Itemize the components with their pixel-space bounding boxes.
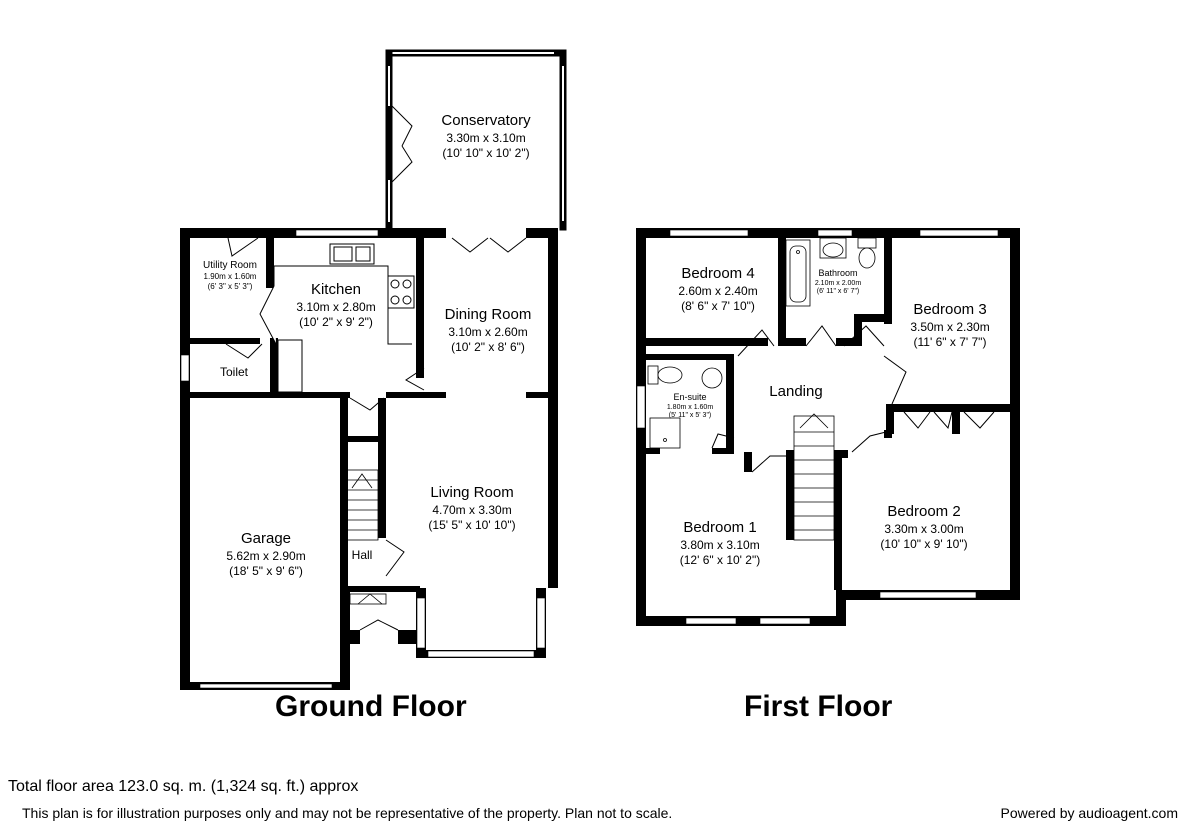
bedroom4-imperial: (8' 6" x 7' 10") — [681, 299, 755, 313]
floor-plan-drawing: Conservatory 3.30m x 3.10m (10' 10" x 10… — [180, 49, 1020, 690]
ground-floor-title: Ground Floor — [275, 690, 467, 723]
bedroom1-imperial: (12' 6" x 10' 2") — [680, 553, 760, 567]
bedroom2-name: Bedroom 2 — [887, 503, 960, 520]
ground-doors — [225, 237, 527, 631]
garage-metric: 5.62m x 2.90m — [226, 549, 305, 563]
garage-imperial: (18' 5" x 9' 6") — [229, 564, 303, 578]
living-imperial: (15' 5" x 10' 10") — [428, 518, 515, 532]
kitchen-name: Kitchen — [311, 281, 361, 298]
garage-name: Garage — [241, 530, 291, 547]
disclaimer-text: This plan is for illustration purposes o… — [22, 805, 673, 821]
living-metric: 4.70m x 3.30m — [432, 503, 511, 517]
ensuite-imperial: (5' 11" x 5' 3") — [669, 412, 712, 419]
bedroom3-imperial: (11' 6" x 7' 7") — [914, 335, 987, 349]
bathroom-name: Bathroom — [818, 268, 857, 278]
conservatory-walls — [385, 49, 567, 231]
bedroom4-metric: 2.60m x 2.40m — [678, 284, 757, 298]
room-labels: Conservatory 3.30m x 3.10m (10' 10" x 10… — [203, 112, 990, 578]
first-floor-title: First Floor — [744, 690, 893, 723]
bathroom-metric: 2.10m x 2.00m — [815, 280, 861, 287]
first-stairs — [793, 413, 835, 541]
first-doors — [711, 325, 995, 473]
hall-name: Hall — [352, 548, 373, 562]
dining-imperial: (10' 2" x 8' 6") — [451, 340, 525, 354]
utility-name: Utility Room — [203, 260, 257, 271]
ground-stairs — [345, 469, 387, 605]
utility-metric: 1.90m x 1.60m — [204, 272, 257, 281]
dining-metric: 3.10m x 2.60m — [448, 325, 527, 339]
toilet-name: Toilet — [220, 365, 249, 379]
ensuite-metric: 1.80m x 1.60m — [667, 404, 713, 411]
ensuite-name: En-suite — [673, 392, 706, 402]
living-name: Living Room — [430, 484, 513, 501]
kitchen-imperial: (10' 2" x 9' 2") — [299, 315, 373, 329]
first-internal-walls — [646, 238, 1020, 590]
bedroom2-metric: 3.30m x 3.00m — [884, 522, 963, 536]
ground-floor-plan — [180, 49, 567, 690]
dining-name: Dining Room — [445, 306, 532, 323]
utility-imperial: (6' 3" x 5' 3") — [208, 282, 253, 291]
conservatory-imperial: (10' 10" x 10' 2") — [442, 146, 529, 160]
powered-by-link[interactable]: Powered by audioagent.com — [1000, 805, 1178, 821]
bathroom-fittings — [785, 237, 877, 307]
bathroom-imperial: (6' 11" x 6' 7") — [817, 288, 860, 295]
bedroom3-metric: 3.50m x 2.30m — [910, 320, 989, 334]
conservatory-name: Conservatory — [441, 112, 531, 129]
bedroom3-name: Bedroom 3 — [913, 301, 986, 318]
ground-internal-walls — [190, 228, 558, 592]
total-floor-area: Total floor area 123.0 sq. m. (1,324 sq.… — [8, 778, 359, 795]
bedroom1-name: Bedroom 1 — [683, 519, 756, 536]
bedroom2-imperial: (10' 10" x 9' 10") — [880, 537, 967, 551]
kitchen-fittings — [259, 243, 415, 393]
kitchen-metric: 3.10m x 2.80m — [296, 300, 375, 314]
ensuite-fittings — [647, 365, 723, 449]
landing-name: Landing — [769, 383, 822, 400]
bedroom1-metric: 3.80m x 3.10m — [680, 538, 759, 552]
first-floor-plan — [636, 228, 1020, 626]
bedroom4-name: Bedroom 4 — [681, 265, 754, 282]
conservatory-metric: 3.30m x 3.10m — [446, 131, 525, 145]
first-windows — [636, 229, 999, 625]
ground-windows — [180, 229, 546, 689]
